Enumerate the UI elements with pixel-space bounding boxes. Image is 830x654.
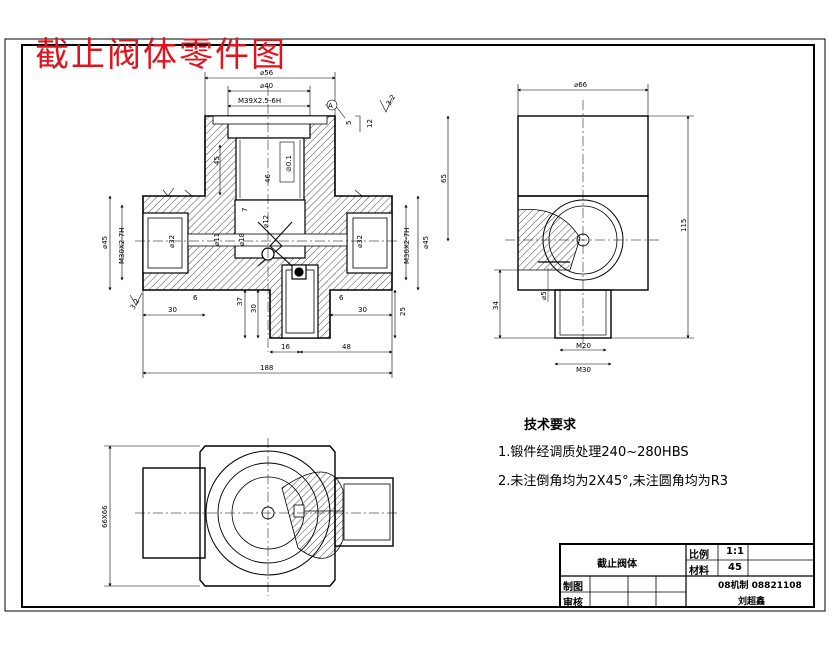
dim-thread-right: M30X2-7H [403,228,411,264]
front-view-dimensions [108,72,450,378]
tech-requirement-1: 1.锻件经调质处理240~280HBS [498,445,689,460]
dim-thread-left: M30X2-7H [118,228,126,264]
dim-w6-left: 6 [193,294,198,302]
tolerance-frame: ⊘0.1 [285,155,293,172]
dim-h34: 34 [492,301,500,310]
tech-requirements-heading: 技术要求 [524,418,577,433]
dim-h30: 30 [250,304,258,313]
dim-d5: ⌀5 [540,291,548,300]
dim-d56: ⌀56 [260,69,274,77]
side-view [505,100,660,352]
dim-h65: 65 [440,174,448,183]
surface-mark-left: 3.2 [129,297,141,311]
dim-d12: ⌀12 [262,215,270,228]
datum-a: A [328,102,333,110]
title-block-school: 08机制 08821108 [718,581,802,591]
dim-h115: 115 [680,219,688,232]
title-block-material-label: 材料 [689,566,709,577]
dim-d45-right: ⌀45 [422,236,430,249]
dim-thread-top: M39X2.5-6H [238,97,281,105]
title-block-author: 刘超鑫 [738,597,766,607]
dim-w16: 16 [281,343,290,351]
top-view-dim-text: 66X66 [101,505,109,528]
dim-46: 46 [264,174,272,183]
title-block-checked-label: 审核 [563,598,583,609]
dim-h12: 12 [366,119,374,128]
dim-h7: 7 [241,208,249,212]
dim-w30-left: 30 [168,306,177,314]
dim-m20: M20 [576,342,591,350]
title-block-drawn-label: 制图 [563,582,583,593]
side-view-dim-text: ⌀66 115 34 ⌀5 M20 M30 [492,81,688,374]
dim-h5: 5 [345,121,353,125]
dim-d32-right: ⌀32 [356,235,364,248]
dim-w6-right: 6 [339,294,344,302]
front-view-dim-text: ⌀56 ⌀40 M39X2.5-6H A 3.2 5 12 45 ⊘0.1 46… [101,69,448,372]
dim-h45: 45 [213,156,221,165]
dim-d66: ⌀66 [574,81,588,89]
top-view-dimensions [104,445,200,587]
outer-border [4,38,826,612]
title-block-material-value: 45 [728,562,742,573]
dim-h25: 25 [399,307,407,316]
dim-w188: 188 [260,364,273,372]
dim-d40: ⌀40 [260,82,273,90]
dim-d18: ⌀18 [238,233,246,246]
front-view [135,86,400,352]
drawing-title: 截止阀体零件图 [35,35,287,75]
inner-border [21,44,815,608]
dim-d45-left: ⌀45 [101,236,109,249]
title-block-scale-value: 1:1 [726,546,744,557]
dim-m30: M30 [576,366,591,374]
dim-d11: ⌀11 [213,233,221,246]
tech-requirement-2: 2.未注倒角均为2X45°,未注圆角均为R3 [498,474,729,489]
dim-d32-left: ⌀32 [168,235,176,248]
title-block [559,543,815,608]
dim-66x66: 66X66 [101,505,109,528]
top-view [135,438,400,596]
surface-mark-top: 3.2 [385,93,397,107]
title-block-part-name: 截止阀体 [597,559,637,570]
dim-h37: 37 [236,297,244,306]
title-block-scale-label: 比例 [689,550,709,561]
dim-w48: 48 [342,343,351,351]
side-view-dimensions [494,84,694,366]
dim-w30-right: 30 [358,306,367,314]
